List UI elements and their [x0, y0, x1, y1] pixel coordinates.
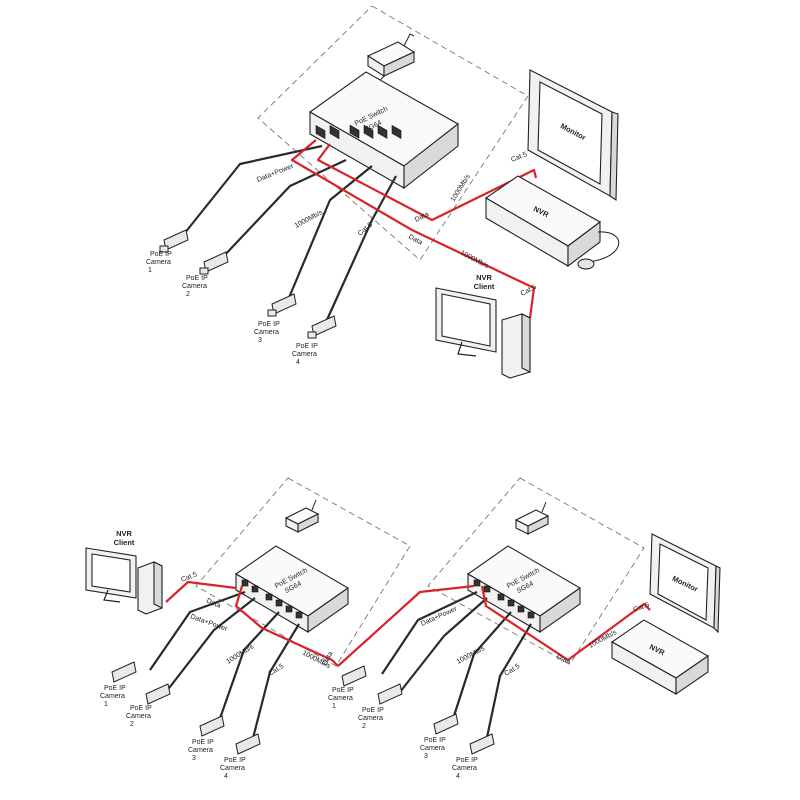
label-speed-client: 1000Mb/s [459, 250, 490, 271]
camera-3: PoE IP Camera 3 [254, 293, 297, 344]
switch-ports [315, 124, 402, 140]
camera-2: PoE IP Camera 2 [182, 251, 229, 298]
nvr-device: NVR [484, 175, 619, 270]
right-camera-2-label-line1: PoE IP [362, 707, 384, 714]
left-camera-4: PoE IP Camera 4 [220, 733, 261, 780]
camera-3-label-line3: 3 [258, 337, 262, 344]
cable-right-camera-3 [450, 611, 512, 723]
cable-camera-4 [324, 175, 397, 323]
poe-switch-right: PoE Switch SG64 [466, 545, 582, 634]
cable-switch-link [337, 584, 475, 667]
camera-3-label-line2: Camera [254, 329, 279, 336]
cable-camera-1 [183, 144, 323, 235]
nvr-client-2-label-line1: NVR [116, 529, 132, 538]
right-camera-3-label-line3: 3 [424, 753, 428, 760]
camera-4-label-line2: Camera [292, 351, 317, 358]
left-camera-1: PoE IP Camera 1 [100, 661, 137, 708]
right-camera-2: PoE IP Camera 2 [358, 683, 403, 730]
label-data-power: Data+Power [256, 163, 295, 184]
nvr-device-2: NVR [610, 619, 710, 696]
label-cat5-client: Cat.5 [520, 284, 538, 298]
left-camera-4-label-line2: Camera [220, 765, 245, 772]
right-camera-2-label-line3: 2 [362, 723, 366, 730]
left-camera-2-label-line1: PoE IP [130, 705, 152, 712]
left-camera-3-label-line2: Camera [188, 747, 213, 754]
camera-3-label-line1: PoE IP [258, 321, 280, 328]
cable-camera-2 [221, 159, 347, 259]
cable-right-camera-2 [399, 597, 488, 693]
nvr-client-label-line2: Client [474, 282, 495, 291]
nvr-client-pc-2: NVR Client [85, 529, 163, 615]
camera-4: PoE IP Camera 4 [292, 315, 337, 366]
camera-1-label-line1: PoE IP [150, 251, 172, 258]
left-camera-1-label-line1: PoE IP [104, 685, 126, 692]
cable-left-camera-2 [165, 597, 256, 693]
camera-4-label-line1: PoE IP [296, 343, 318, 350]
cable-left-link-a [234, 585, 339, 667]
left-camera-4-label-line3: 4 [224, 773, 228, 780]
cable-left-camera-1 [149, 590, 246, 671]
label-cat5-nvr: Cat.5 [510, 151, 528, 164]
left-camera-2-label-line2: Camera [126, 713, 151, 720]
cable-nvr-client [290, 139, 536, 319]
cable-nvr [316, 143, 538, 222]
power-adapter-icon [365, 33, 416, 97]
camera-2-label-line3: 2 [186, 291, 190, 298]
left-camera-1-label-line2: Camera [100, 693, 125, 700]
camera-1-label-line2: Camera [146, 259, 171, 266]
right-camera-1: PoE IP Camera 1 [328, 665, 367, 710]
nvr-client-2-label-line2: Client [114, 538, 135, 547]
cable-camera-3 [286, 165, 373, 301]
diagram-dual-switch: PoE Switch SG64 PoE Switch SG64 [85, 477, 721, 780]
cable-right-camera-1 [381, 591, 478, 675]
left-camera-3: PoE IP Camera 3 [188, 715, 225, 762]
right-camera-3-label-line2: Camera [420, 745, 445, 752]
cable-right-camera-4 [484, 623, 532, 743]
cable-right-nvr [480, 585, 651, 662]
right-camera-4: PoE IP Camera 4 [452, 733, 495, 780]
camera-1: PoE IP Camera 1 [146, 229, 189, 274]
enclosure-outline-left [195, 477, 411, 667]
camera-1-label-line3: 1 [148, 267, 152, 274]
monitor: Monitor [527, 69, 619, 202]
left-camera-3-label-line1: PoE IP [192, 739, 214, 746]
right-camera-4-label-line1: PoE IP [456, 757, 478, 764]
cable-left-nvr-client [165, 580, 237, 603]
diagram-single-switch: PoE Switch SG64 Data+Power 1000Mb/s Cat.… [146, 5, 619, 379]
camera-2-label-line2: Camera [182, 283, 207, 290]
left-camera-2: PoE IP Camera 2 [126, 683, 171, 728]
label-cat5-cams-left: Cat.5 [267, 663, 285, 678]
label-cat5-nvr-2: Cat.5 [632, 602, 650, 614]
monitor-2: Monitor [649, 533, 721, 634]
power-adapter-right-icon [514, 501, 550, 535]
poe-switch-left: PoE Switch SG64 [234, 545, 350, 634]
poe-switch: PoE Switch SG64 [308, 71, 459, 190]
camera-2-label-line1: PoE IP [186, 275, 208, 282]
left-camera-1-label-line3: 1 [104, 701, 108, 708]
right-camera-3: PoE IP Camera 3 [420, 713, 459, 760]
enclosure-outline [257, 5, 529, 261]
right-camera-1-label-line3: 1 [332, 703, 336, 710]
left-camera-2-label-line3: 2 [130, 721, 134, 728]
nvr-client-pc: NVR Client [435, 273, 531, 379]
right-camera-2-label-line2: Camera [358, 715, 383, 722]
label-data-client: Data [407, 234, 423, 247]
right-camera-3-label-line1: PoE IP [424, 737, 446, 744]
right-camera-1-label-line2: Camera [328, 695, 353, 702]
right-camera-4-label-line2: Camera [452, 765, 477, 772]
cable-left-camera-3 [216, 611, 280, 725]
left-camera-3-label-line3: 3 [192, 755, 196, 762]
right-camera-4-label-line3: 4 [456, 773, 460, 780]
camera-4-label-line3: 4 [296, 359, 300, 366]
right-camera-1-label-line1: PoE IP [332, 687, 354, 694]
enclosure-outline-right [427, 477, 645, 665]
mouse-icon [577, 258, 595, 270]
nvr-client-label-line1: NVR [476, 273, 492, 282]
power-adapter-left-icon [284, 499, 320, 533]
label-data-nvr-2: Data [555, 654, 571, 667]
left-camera-4-label-line1: PoE IP [224, 757, 246, 764]
